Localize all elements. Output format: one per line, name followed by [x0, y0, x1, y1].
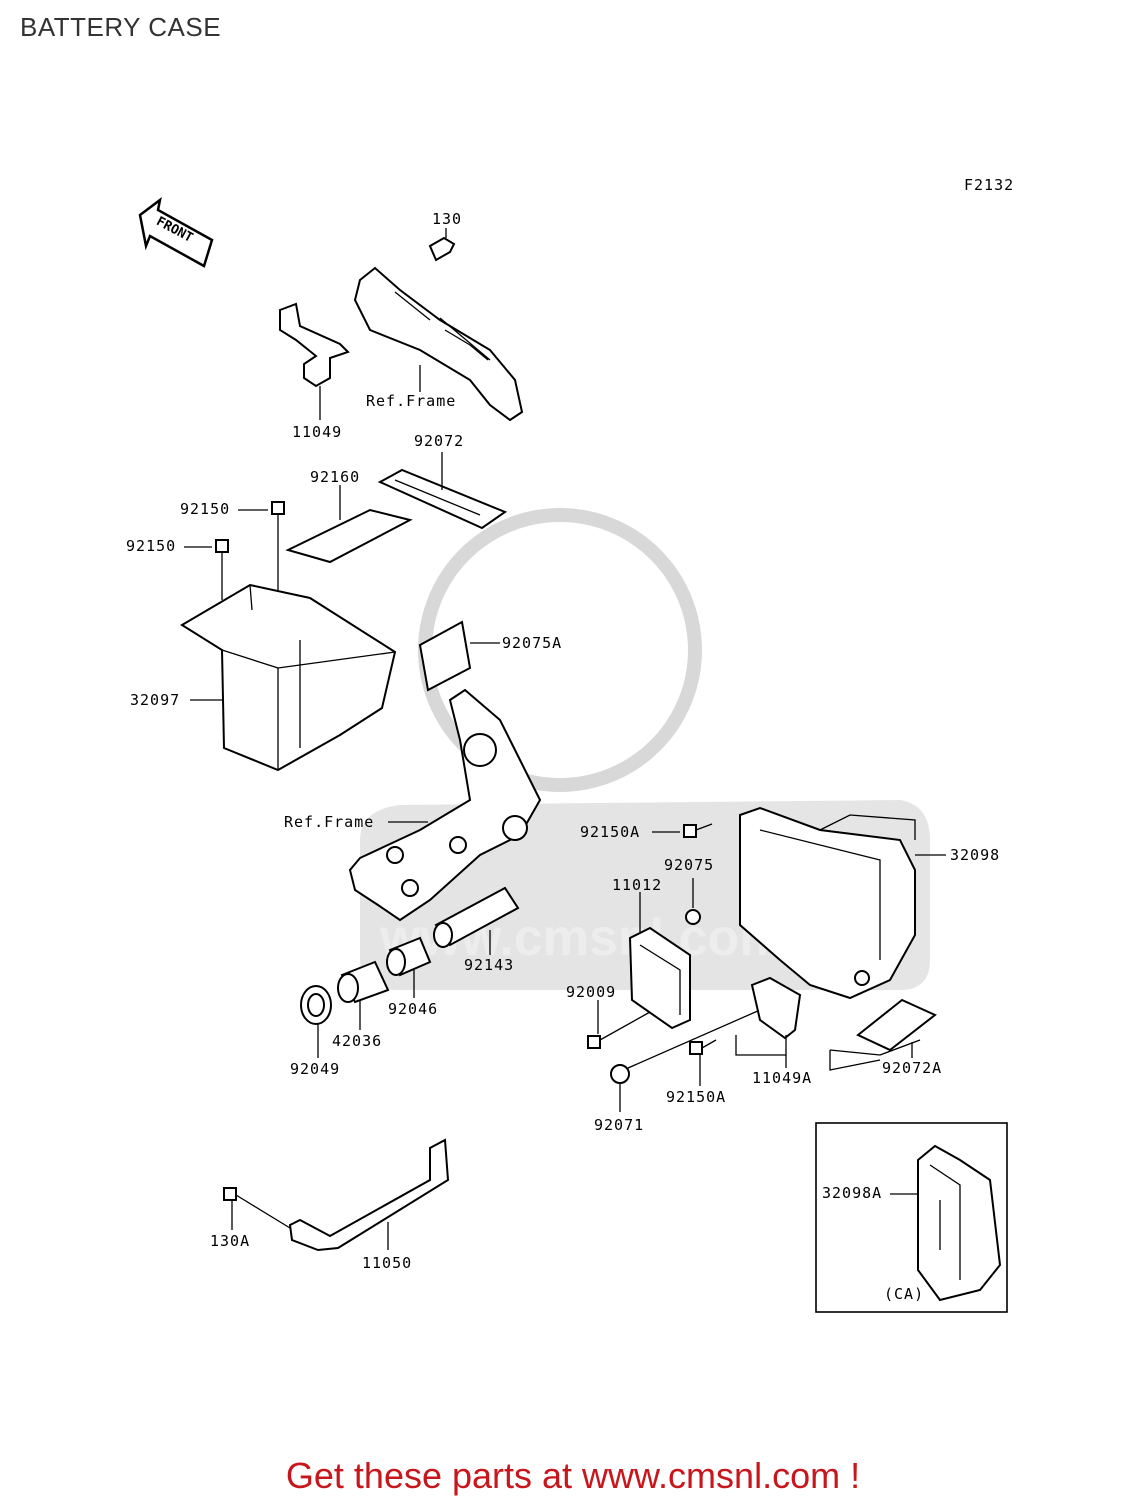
label-11050: 11050	[362, 1254, 412, 1272]
part-92143-collar	[433, 886, 520, 955]
part-42036-sleeve	[337, 960, 390, 1030]
part-92046-bearing	[386, 936, 432, 998]
label-92072: 92072	[414, 432, 464, 450]
part-92072A-strap	[829, 998, 937, 1071]
part-92075A-pad	[418, 620, 500, 692]
label-32097: 32097	[130, 691, 180, 709]
label-32098: 32098	[950, 846, 1000, 864]
front-arrow-icon: FRONT	[138, 197, 214, 268]
label-92009: 92009	[566, 983, 616, 1001]
page-title: BATTERY CASE	[20, 12, 222, 42]
label-ref-frame-mid: Ref.Frame	[284, 813, 374, 831]
label-92150-a: 92150	[180, 500, 230, 518]
label-92075A: 92075A	[502, 634, 562, 652]
label-92150-b: 92150	[126, 537, 176, 555]
label-130A: 130A	[210, 1232, 250, 1250]
label-92072A: 92072A	[882, 1059, 942, 1077]
label-92143: 92143	[464, 956, 514, 974]
label-130: 130	[432, 210, 462, 228]
label-ref-frame-top: Ref.Frame	[366, 392, 456, 410]
part-92150A-bolt-bottom	[689, 1039, 717, 1086]
inset-ca: (CA)	[815, 1122, 1008, 1313]
label-92075: 92075	[664, 856, 714, 874]
label-92046: 92046	[388, 1000, 438, 1018]
part-92150-bolt-b	[184, 539, 229, 600]
label-92049: 92049	[290, 1060, 340, 1078]
label-11012: 11012	[612, 876, 662, 894]
label-92150A-bottom: 92150A	[666, 1088, 726, 1106]
part-92049-seal	[300, 985, 332, 1058]
part-92009-bolt	[587, 1000, 651, 1049]
part-92150-bolt-a	[238, 501, 285, 590]
part-92071-cap	[610, 1009, 761, 1112]
label-42036: 42036	[332, 1032, 382, 1050]
part-11050-bracket	[288, 1138, 450, 1252]
frame-mid	[348, 688, 542, 922]
part-92075-grommet	[685, 878, 701, 925]
part-92160-pad	[285, 485, 413, 564]
label-92071: 92071	[594, 1116, 644, 1134]
part-11049A-bracket	[735, 976, 802, 1068]
part-32098-cover	[739, 806, 946, 1000]
label-11049A: 11049A	[752, 1069, 812, 1087]
part-92150A-bolt-top	[652, 823, 713, 838]
inset-label: (CA)	[884, 1285, 924, 1303]
label-11049: 11049	[292, 423, 342, 441]
part-32097-battery-case	[180, 583, 397, 772]
frame-top	[353, 266, 524, 422]
label-32098A: 32098A	[822, 1184, 882, 1202]
part-11049-bracket	[279, 302, 350, 420]
label-92150A-top: 92150A	[580, 823, 640, 841]
part-130A-bolt	[223, 1187, 291, 1230]
part-92072-strap	[377, 452, 508, 530]
figure-code: F2132	[964, 176, 1014, 194]
part-11012-cover	[628, 892, 691, 1030]
part-130	[428, 228, 456, 262]
footer-link[interactable]: Get these parts at www.cmsnl.com !	[285, 1455, 861, 1496]
label-92160: 92160	[310, 468, 360, 486]
